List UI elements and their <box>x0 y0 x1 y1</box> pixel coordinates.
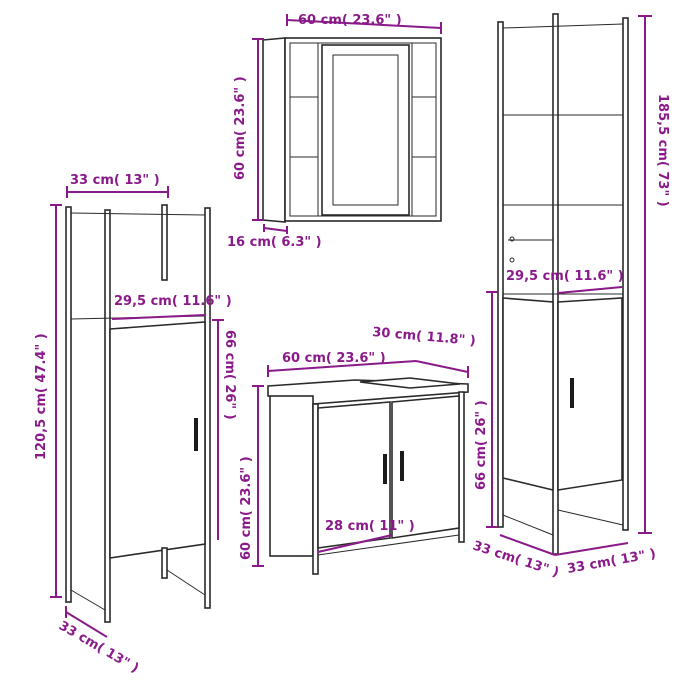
sink-cabinet <box>267 377 469 575</box>
medium-depth-label: 33 cm( 13" ) <box>56 618 141 676</box>
tall-depth-label: 33 cm( 13" ) <box>471 539 561 581</box>
sink-left-handle <box>383 454 387 484</box>
mirror-glass <box>332 54 399 206</box>
sink-height-label: 60 cm( 23.6" ) <box>239 456 254 560</box>
medium-door-handle <box>194 418 198 451</box>
tall-height-label: 185,5 cm( 73" ) <box>655 94 670 207</box>
mirror-depth-label: 16 cm( 6.3" ) <box>227 235 322 250</box>
sink-inner-width-label: 28 cm( 11" ) <box>325 519 415 534</box>
tall-inner-width-label: 29,5 cm( 11.6" ) <box>506 269 624 284</box>
tall-door-handle <box>570 378 574 408</box>
mirror-width-label: 60 cm( 23.6" ) <box>298 13 402 28</box>
medium-width-label: 33 cm( 13" ) <box>70 173 160 188</box>
medium-height-label: 120,5 cm( 47.4" ) <box>34 333 49 460</box>
tall-cabinet <box>497 13 629 555</box>
medium-lower-height-label: 66 cm( 26" ) <box>222 330 237 420</box>
mirror-dimensions: 60 cm( 23.6" ) 60 cm( 23.6" ) 16 cm( 6.3… <box>227 13 442 250</box>
mirror-height-label: 60 cm( 23.6" ) <box>233 76 248 180</box>
sink-depth-label: 30 cm( 11.8" ) <box>372 325 477 349</box>
sink-right-handle <box>400 451 404 481</box>
tall-lower-height-label: 66 cm( 26" ) <box>474 400 489 490</box>
sink-width-label: 60 cm( 23.6" ) <box>282 351 386 366</box>
medium-inner-width-label: 29,5 cm( 11.6" ) <box>114 294 232 309</box>
mirror-cabinet <box>262 37 442 223</box>
medium-cabinet <box>65 204 211 623</box>
